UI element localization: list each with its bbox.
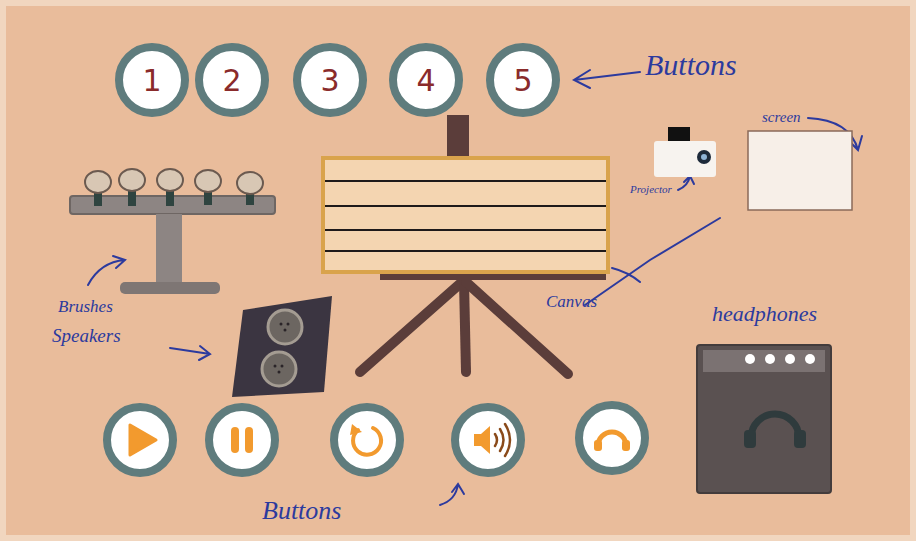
volume-icon (474, 426, 490, 454)
play-icon (130, 425, 156, 455)
canvas-line (325, 205, 606, 207)
projector-lens (701, 154, 707, 160)
headphone-button (579, 405, 645, 471)
easel-leg (360, 282, 462, 372)
part-label: Canvas (546, 293, 597, 310)
speaker-dot (280, 323, 283, 326)
amp-knob (785, 354, 795, 364)
speaker-dot (278, 371, 281, 374)
headphone-icon (594, 440, 602, 451)
button-number: 5 (486, 43, 560, 117)
part-label: Buttons (645, 50, 737, 80)
brush-tuft (195, 170, 221, 192)
leader-arrow (170, 346, 210, 360)
speaker-box (232, 296, 332, 397)
part-label: Projector (630, 184, 672, 195)
number-button: 4 (389, 43, 463, 117)
part-label: screen (762, 110, 801, 125)
headphone-icon (622, 440, 630, 451)
canvas-line (325, 180, 606, 182)
amp-panel (703, 350, 825, 372)
number-button: 3 (293, 43, 367, 117)
amp-knob (805, 354, 815, 364)
headphone-icon (751, 414, 799, 438)
play-button (107, 407, 173, 473)
brush-stand-base (120, 282, 220, 294)
speaker-dot (284, 329, 287, 332)
projector-top (668, 127, 690, 143)
brush-tuft (85, 171, 111, 193)
pause-icon (231, 427, 239, 453)
amp-knob (765, 354, 775, 364)
speaker-dot (287, 323, 290, 326)
volume-button (455, 407, 521, 473)
screen (748, 131, 852, 210)
projector (654, 141, 716, 177)
headphone-icon (794, 430, 806, 448)
part-label: headphones (712, 303, 817, 325)
canvas-line (325, 229, 606, 231)
number-button: 2 (195, 43, 269, 117)
canvas-line (325, 250, 606, 252)
brush-tuft (157, 169, 183, 191)
part-label: Buttons (262, 498, 341, 524)
speaker-cone (262, 352, 296, 386)
part-label: Speakers (52, 326, 121, 345)
brush-stand-pole (156, 214, 182, 284)
speaker-dot (281, 365, 284, 368)
amp-knob (745, 354, 755, 364)
button-number: 1 (115, 43, 189, 117)
leader-arrow (88, 256, 125, 285)
leader-arrow (574, 70, 640, 88)
leader-arrow (440, 484, 464, 505)
projector-lens (697, 150, 711, 164)
easel-leg (464, 282, 466, 372)
headphone-amp (697, 345, 831, 493)
brush-tuft (237, 172, 263, 194)
brush-tuft (119, 169, 145, 191)
pause-button (209, 407, 275, 473)
replay-button (334, 407, 400, 473)
speaker-dot (274, 365, 277, 368)
button-number: 3 (293, 43, 367, 117)
canvas (323, 158, 608, 272)
button-number: 4 (389, 43, 463, 117)
volume-icon (495, 424, 510, 456)
frame (3, 3, 913, 538)
brushes (85, 169, 263, 206)
button-number: 2 (195, 43, 269, 117)
pause-icon (245, 427, 253, 453)
replay-icon (350, 424, 362, 435)
headphone-icon (598, 432, 626, 446)
headphone-icon (744, 430, 756, 448)
part-label: Brushes (58, 298, 113, 315)
leader-arrow (678, 176, 694, 190)
number-button: 1 (115, 43, 189, 117)
number-button: 5 (486, 43, 560, 117)
speaker-cone (268, 310, 302, 344)
